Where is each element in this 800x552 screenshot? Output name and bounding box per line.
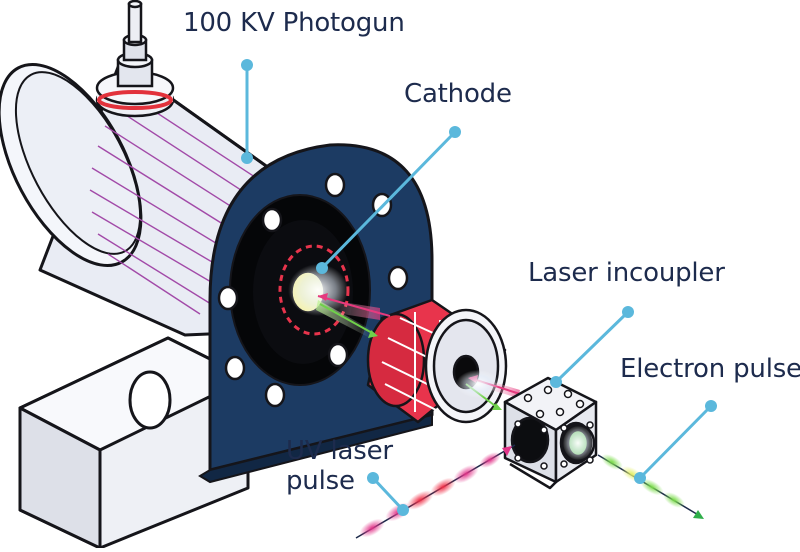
label-uv-laser-line1: UV laser: [286, 436, 393, 466]
solenoid-coil: [366, 298, 508, 424]
label-uv-laser-pulse: UV laser pulse: [286, 436, 393, 496]
label-cathode: Cathode: [404, 79, 512, 109]
mounting-bracket: [18, 336, 250, 550]
label-photogun: 100 KV Photogun: [183, 8, 405, 38]
laser-beams: [316, 293, 521, 410]
label-electron-pulse: Electron pulse: [620, 354, 800, 384]
electron-pulse-train: [597, 454, 704, 519]
uv-laser-pulse-train: [355, 444, 516, 539]
callout-lines: [241, 59, 717, 516]
label-uv-laser-line2: pulse: [286, 466, 355, 496]
incoupler-cube: [503, 376, 598, 490]
label-laser-incoupler: Laser incoupler: [528, 258, 725, 288]
top-feedthrough: [95, 0, 175, 118]
